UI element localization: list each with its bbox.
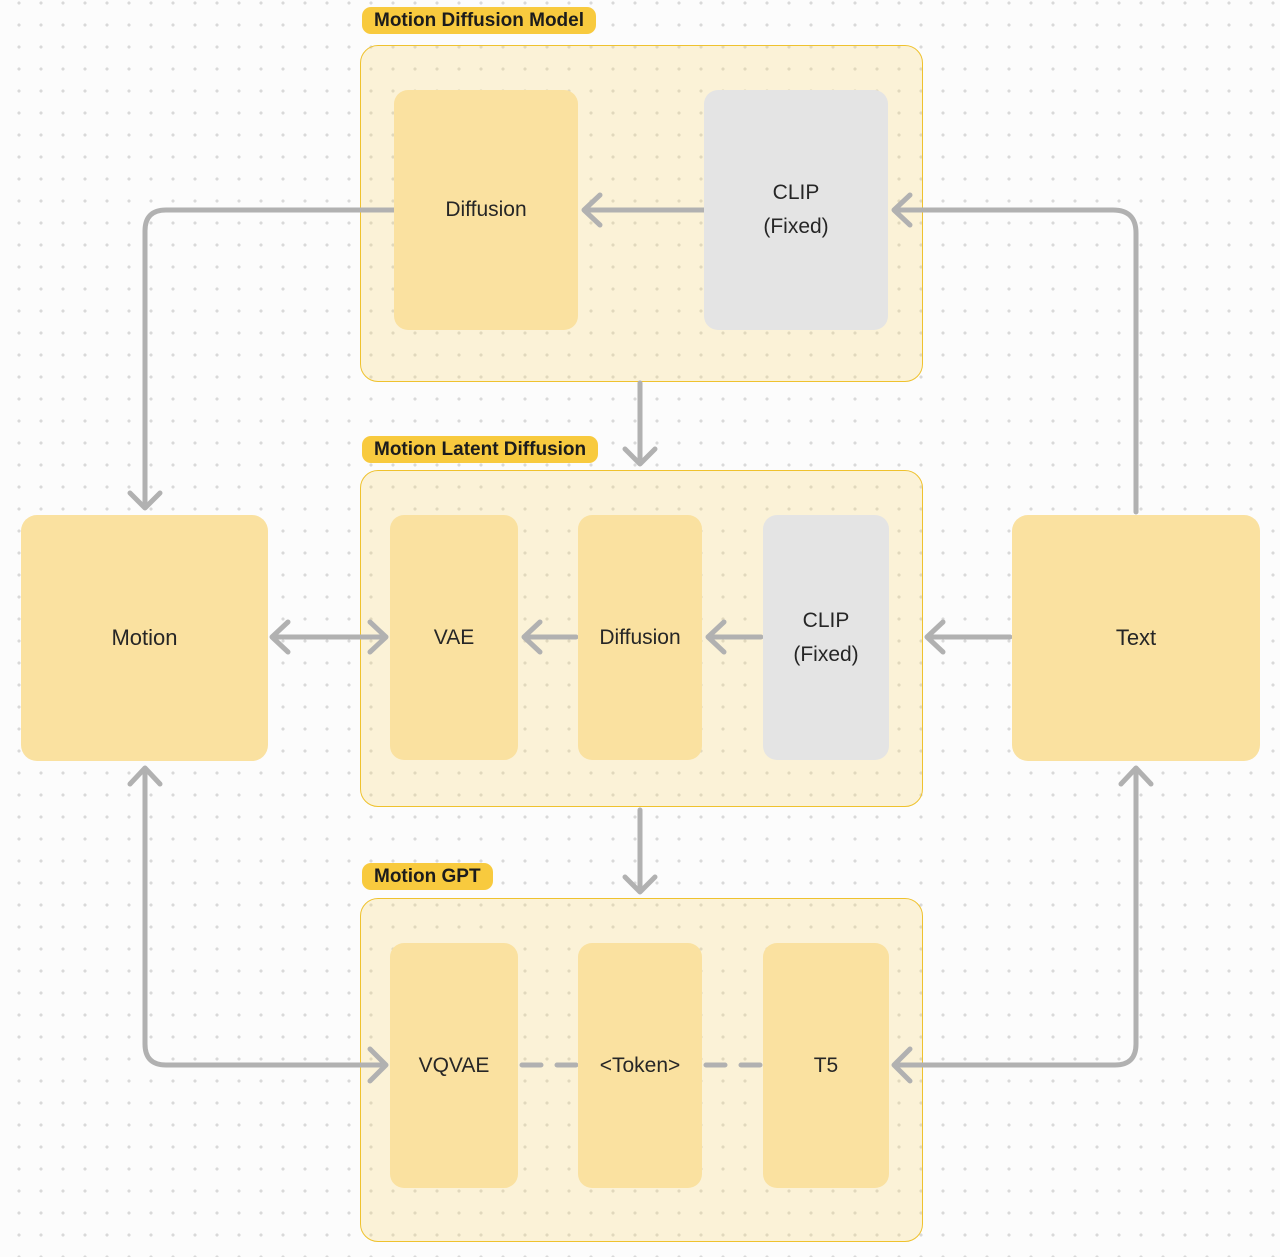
node-sublabel: (Fixed) bbox=[793, 642, 859, 666]
arrow-mld-to-gpt bbox=[622, 807, 658, 895]
arrow-diffusion-to-motion bbox=[127, 207, 397, 511]
node-label: Diffusion bbox=[445, 198, 527, 222]
node-label: Diffusion bbox=[599, 625, 681, 649]
arrow-head bbox=[1118, 765, 1154, 787]
node-token: <Token> bbox=[578, 943, 702, 1188]
arrow-shaft bbox=[142, 769, 383, 1068]
arrow-head bbox=[622, 446, 658, 467]
node-label: Motion bbox=[111, 625, 178, 651]
arrow-text-to-clip-mid bbox=[924, 619, 1013, 655]
node-label: CLIP bbox=[772, 181, 820, 205]
arrow-head bbox=[127, 490, 163, 511]
arrow-text-to-clip-top bbox=[891, 192, 1139, 515]
node-label: Text bbox=[1115, 625, 1157, 651]
node-diffusion-mld: Diffusion bbox=[578, 515, 702, 760]
node-vae: VAE bbox=[390, 515, 518, 760]
arrow-head bbox=[127, 765, 163, 787]
badge-motion-diffusion-model: Motion Diffusion Model bbox=[362, 7, 597, 34]
node-clip-fixed-mld: CLIP (Fixed) bbox=[763, 515, 889, 760]
node-vqvae: VQVAE bbox=[390, 943, 518, 1188]
node-t5: T5 bbox=[763, 943, 889, 1188]
badge-motion-latent-diffusion: Motion Latent Diffusion bbox=[362, 436, 599, 463]
node-label: CLIP bbox=[802, 608, 850, 632]
arrow-shaft bbox=[897, 207, 1139, 515]
arrow-head bbox=[269, 619, 291, 655]
node-text: Text bbox=[1012, 515, 1260, 761]
arrow-mdm-to-mld bbox=[622, 380, 658, 467]
arrow-text-t5-bidirectional bbox=[891, 765, 1154, 1084]
node-label: T5 bbox=[813, 1053, 839, 1077]
arrow-shaft bbox=[897, 769, 1139, 1068]
arrow-motion-vqvae-bidirectional bbox=[127, 765, 389, 1084]
node-clip-fixed-mdm: CLIP (Fixed) bbox=[704, 90, 888, 330]
node-label: VQVAE bbox=[418, 1053, 490, 1077]
arrow-head bbox=[924, 619, 946, 655]
badge-motion-gpt: Motion GPT bbox=[362, 863, 493, 890]
node-diffusion-mdm: Diffusion bbox=[394, 90, 578, 330]
arrow-shaft bbox=[142, 207, 397, 505]
node-label: VAE bbox=[433, 625, 475, 649]
node-sublabel: (Fixed) bbox=[763, 215, 829, 238]
node-label: <Token> bbox=[599, 1053, 681, 1077]
node-motion: Motion bbox=[21, 515, 268, 761]
arrow-head bbox=[622, 874, 658, 895]
